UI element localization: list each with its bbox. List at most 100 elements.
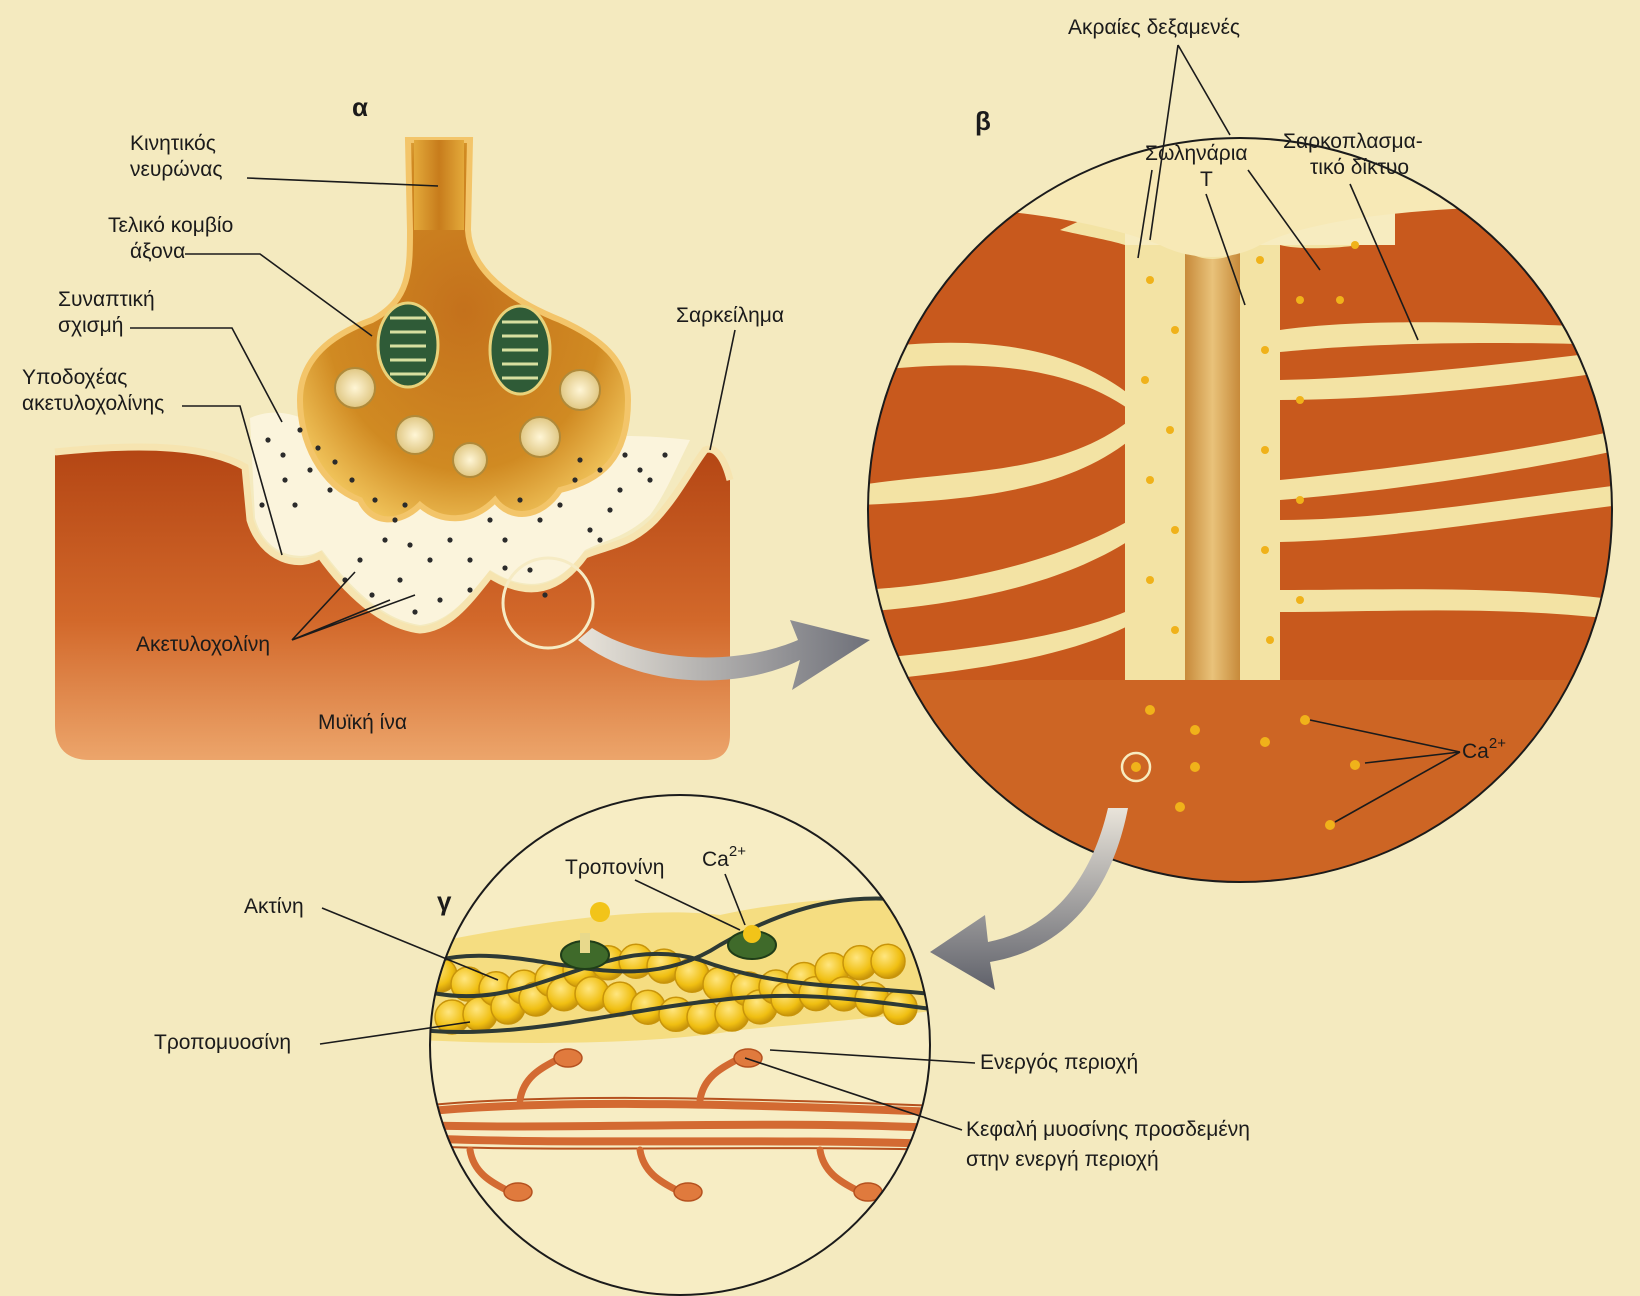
acetylcholine-dot bbox=[447, 537, 452, 542]
acetylcholine-dot bbox=[315, 445, 320, 450]
leader-axon-terminal bbox=[185, 254, 372, 336]
calcium-ion bbox=[1296, 596, 1304, 604]
label-motor-neuron-line1: Κινητικός bbox=[130, 132, 216, 155]
acetylcholine-dot bbox=[332, 459, 337, 464]
calcium-ion bbox=[1350, 760, 1360, 770]
calcium-ion bbox=[1171, 526, 1179, 534]
panel-c-circle-bg bbox=[430, 795, 930, 1295]
acetylcholine-dot bbox=[557, 502, 562, 507]
acetylcholine-dot bbox=[587, 527, 592, 532]
calcium-ion bbox=[1175, 802, 1185, 812]
acetylcholine-dot bbox=[372, 497, 377, 502]
calcium-ion bbox=[1296, 396, 1304, 404]
calcium-ion bbox=[1325, 820, 1335, 830]
acetylcholine-dot bbox=[487, 517, 492, 522]
acetylcholine-dot bbox=[617, 487, 622, 492]
acetylcholine-dot bbox=[502, 565, 507, 570]
acetylcholine-dot bbox=[542, 592, 547, 597]
label-ach-receptor-line1: Υποδοχέας bbox=[22, 366, 127, 389]
mitochondrion-left bbox=[378, 303, 438, 387]
label-t-tubule-line1: Σωληνάρια bbox=[1145, 142, 1248, 165]
calcium-ion bbox=[1171, 626, 1179, 634]
calcium-ion bbox=[1190, 762, 1200, 772]
acetylcholine-dot bbox=[662, 452, 667, 457]
acetylcholine-dot bbox=[349, 477, 354, 482]
calcium-ion bbox=[1296, 496, 1304, 504]
label-sarcolemma: Σαρκείλημα bbox=[676, 304, 784, 327]
calcium-ion bbox=[1171, 326, 1179, 334]
calcium-ion bbox=[1266, 636, 1274, 644]
calcium-ion bbox=[1261, 446, 1269, 454]
calcium-ion bbox=[1145, 705, 1155, 715]
acetylcholine-dot bbox=[502, 537, 507, 542]
label-actin: Ακτίνη bbox=[244, 895, 304, 918]
acetylcholine-dot bbox=[572, 477, 577, 482]
calcium-ion bbox=[1256, 256, 1264, 264]
calcium-ion bbox=[1146, 276, 1154, 284]
calcium-ion bbox=[1131, 762, 1141, 772]
acetylcholine-dot bbox=[402, 502, 407, 507]
label-active-site: Ενεργός περιοχή bbox=[980, 1051, 1138, 1074]
acetylcholine-dot bbox=[297, 427, 302, 432]
acetylcholine-dot bbox=[467, 587, 472, 592]
label-synaptic-cleft-line1: Συναπτική bbox=[58, 288, 155, 311]
acetylcholine-dot bbox=[527, 567, 532, 572]
mitochondrion-right bbox=[490, 306, 550, 394]
acetylcholine-dot bbox=[407, 542, 412, 547]
acetylcholine-dot bbox=[622, 452, 627, 457]
acetylcholine-dot bbox=[597, 537, 602, 542]
acetylcholine-dot bbox=[467, 557, 472, 562]
label-axon-terminal-line2: άξονα bbox=[130, 240, 185, 263]
myosin-head bbox=[674, 1183, 702, 1201]
sarcolemma-upper bbox=[860, 195, 1620, 257]
label-t-tubule-line2: Τ bbox=[1200, 168, 1213, 191]
label-synaptic-cleft-line2: σχισμή bbox=[58, 314, 123, 337]
acetylcholine-dot bbox=[607, 507, 612, 512]
label-sarcoplasmic-reticulum-line1: Σαρκοπλασμα- bbox=[1283, 130, 1423, 153]
leader-sarcolemma bbox=[710, 330, 735, 450]
label-motor-neuron-line2: νευρώνας bbox=[130, 158, 222, 181]
acetylcholine-dot bbox=[280, 452, 285, 457]
free-calcium-c bbox=[590, 902, 610, 922]
label-axon-terminal-line1: Τελικό κομβίο bbox=[108, 214, 233, 237]
acetylcholine-dot bbox=[327, 487, 332, 492]
t-tubule bbox=[1185, 250, 1240, 680]
acetylcholine-dot bbox=[537, 517, 542, 522]
calcium-ion bbox=[1261, 546, 1269, 554]
calcium-ion bbox=[1300, 715, 1310, 725]
acetylcholine-dot bbox=[369, 592, 374, 597]
panel-b-sarcoplasmic-reticulum: β Ακραίες δεξαμενές Σωληνάρια Τ Σαρκοπλα… bbox=[860, 16, 1620, 990]
calcium-ion bbox=[1260, 737, 1270, 747]
label-troponin: Τροπονίνη bbox=[565, 856, 664, 879]
acetylcholine-dot bbox=[647, 477, 652, 482]
myosin-head bbox=[504, 1183, 532, 1201]
label-myosin-head-line2: στην ενεργή περιοχή bbox=[966, 1148, 1159, 1171]
acetylcholine-dot bbox=[259, 502, 264, 507]
acetylcholine-dot bbox=[397, 577, 402, 582]
acetylcholine-dot bbox=[282, 477, 287, 482]
label-terminal-cisternae: Ακραίες δεξαμενές bbox=[1068, 16, 1240, 39]
label-myosin-head-line1: Κεφαλή μυοσίνης προσδεμένη bbox=[966, 1118, 1250, 1141]
label-muscle-fiber: Μυϊκή ίνα bbox=[318, 711, 407, 734]
actin-monomer bbox=[871, 944, 905, 978]
calcium-ion bbox=[1146, 476, 1154, 484]
panel-b-letter: β bbox=[975, 106, 991, 136]
acetylcholine-dot bbox=[392, 517, 397, 522]
calcium-ion bbox=[1336, 296, 1344, 304]
acetylcholine-dot bbox=[412, 609, 417, 614]
calcium-ion bbox=[1351, 241, 1359, 249]
calcium-ion bbox=[1261, 346, 1269, 354]
acetylcholine-dot bbox=[427, 557, 432, 562]
panel-a-letter: α bbox=[352, 92, 368, 122]
acetylcholine-dot bbox=[382, 537, 387, 542]
acetylcholine-dot bbox=[577, 457, 582, 462]
calcium-ion bbox=[1190, 725, 1200, 735]
label-sarcoplasmic-reticulum-line2: τικό δίκτυο bbox=[1310, 156, 1409, 179]
sarcoplasm-area bbox=[860, 680, 1620, 900]
acetylcholine-dot bbox=[265, 437, 270, 442]
calcium-ion bbox=[1141, 376, 1149, 384]
calcium-ion bbox=[1296, 296, 1304, 304]
label-ach-receptor-line2: ακετυλοχολίνης bbox=[22, 392, 164, 415]
acetylcholine-dot bbox=[437, 597, 442, 602]
